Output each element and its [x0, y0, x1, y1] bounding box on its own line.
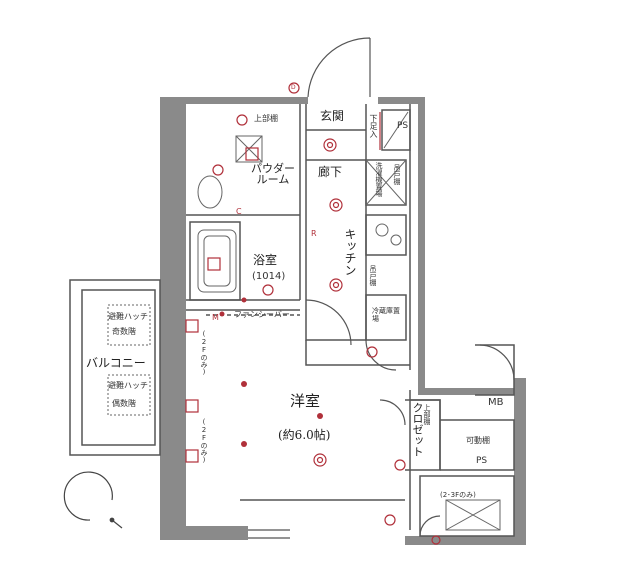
closet-door-arc [379, 399, 406, 426]
hall-wall [305, 104, 366, 341]
storage-door-arc [419, 515, 441, 537]
stove-burner-1 [375, 223, 389, 237]
closet-inner [410, 399, 441, 470]
label-powder-room: パウダールーム [251, 162, 295, 186]
label-laundry: 洗濯機置場 [375, 162, 383, 197]
label-mark-r: R [311, 229, 317, 238]
outer-wall-bottom-right [405, 536, 526, 545]
laundry-cross [365, 159, 407, 206]
outer-wall-top-right [378, 97, 425, 370]
ps-mb-wall [440, 344, 515, 471]
label-mark-c: C [236, 207, 242, 216]
label-mark-m: M [212, 313, 219, 322]
label-ps-top: PS [397, 121, 409, 131]
toilet [197, 175, 223, 209]
label-note-2-3f: (2･3Fのみ) [440, 491, 476, 499]
partitions [69, 104, 515, 537]
label-ps-bottom: PS [476, 456, 488, 466]
label-odd-floor: 奇数階 [112, 327, 136, 336]
balcony-hatch-1 [107, 304, 151, 346]
label-upper-shelf-closet: 上部棚 [423, 404, 431, 425]
outer-wall-right [514, 378, 526, 545]
label-closet: クロゼット [411, 402, 424, 457]
compass-icon [63, 471, 123, 529]
bathtub-inner [203, 235, 231, 287]
column-left [160, 104, 184, 144]
label-rouka: 廊下 [318, 165, 343, 179]
label-shoe-box: 下足入 [369, 114, 378, 138]
hall-door-arc [305, 299, 352, 346]
outer-wall-right-step [418, 370, 514, 395]
walls [160, 97, 526, 545]
label-hanging-shelf-2: 吊戸棚 [369, 265, 377, 286]
western-door-arc [365, 339, 397, 371]
electrical-symbols [185, 82, 441, 545]
label-fancy-bar: ファンシーバー [234, 310, 290, 319]
basin [235, 135, 263, 163]
western-room-wall [186, 309, 411, 530]
doors [248, 37, 515, 539]
label-kitchen: キッチン [343, 228, 357, 276]
label-hatch-odd: 避難ハッチ [108, 312, 148, 321]
fridge-box [365, 294, 407, 341]
bath-wall [189, 221, 241, 301]
label-bath-size: (1014) [252, 271, 286, 282]
label-hatch-even: 避難ハッチ [108, 381, 148, 390]
balcony-frame [69, 279, 161, 456]
mb-door-arc [479, 344, 515, 381]
balcony-hatch-2 [107, 374, 151, 416]
column-bottom-left [160, 500, 186, 540]
storage-inner [445, 499, 501, 531]
label-movable-shelf: 可動棚 [466, 436, 490, 445]
entrance-door-arc [307, 37, 371, 98]
label-western-room: 洋室 [290, 392, 321, 410]
ceiling-lights [219, 297, 323, 447]
stove-box [365, 214, 407, 256]
stove-burner-2 [390, 234, 402, 246]
label-genkan: 玄関 [320, 109, 345, 123]
label-mb: MB [488, 397, 504, 408]
label-balcony: バルコニー [86, 356, 146, 370]
label-even-floor: 偶数階 [112, 399, 136, 408]
bathtub [197, 229, 237, 293]
storage-cross [445, 499, 501, 531]
kitchen-wall [365, 104, 411, 370]
label-hanging-shelf-1: 吊戸棚 [393, 164, 401, 185]
label-fridge: 冷蔵庫置場 [372, 307, 400, 324]
ps-top-mark [383, 111, 409, 149]
label-western-size: (約6.0帖) [278, 428, 331, 442]
label-mark-d: D [291, 84, 296, 91]
label-bath: 浴室 [253, 253, 278, 267]
outer-wall-left-lower [160, 300, 186, 540]
window-bottom [248, 529, 290, 539]
fixtures [107, 111, 501, 531]
storage-wall [419, 475, 515, 537]
label-upper-shelf-powder: 上部棚 [254, 114, 278, 123]
label-note-2f-b: (2Fのみ) [200, 418, 208, 464]
ps-top-box [381, 109, 411, 151]
genkan-wall [306, 104, 367, 160]
label-note-2f-a: (2Fのみ) [200, 330, 208, 376]
